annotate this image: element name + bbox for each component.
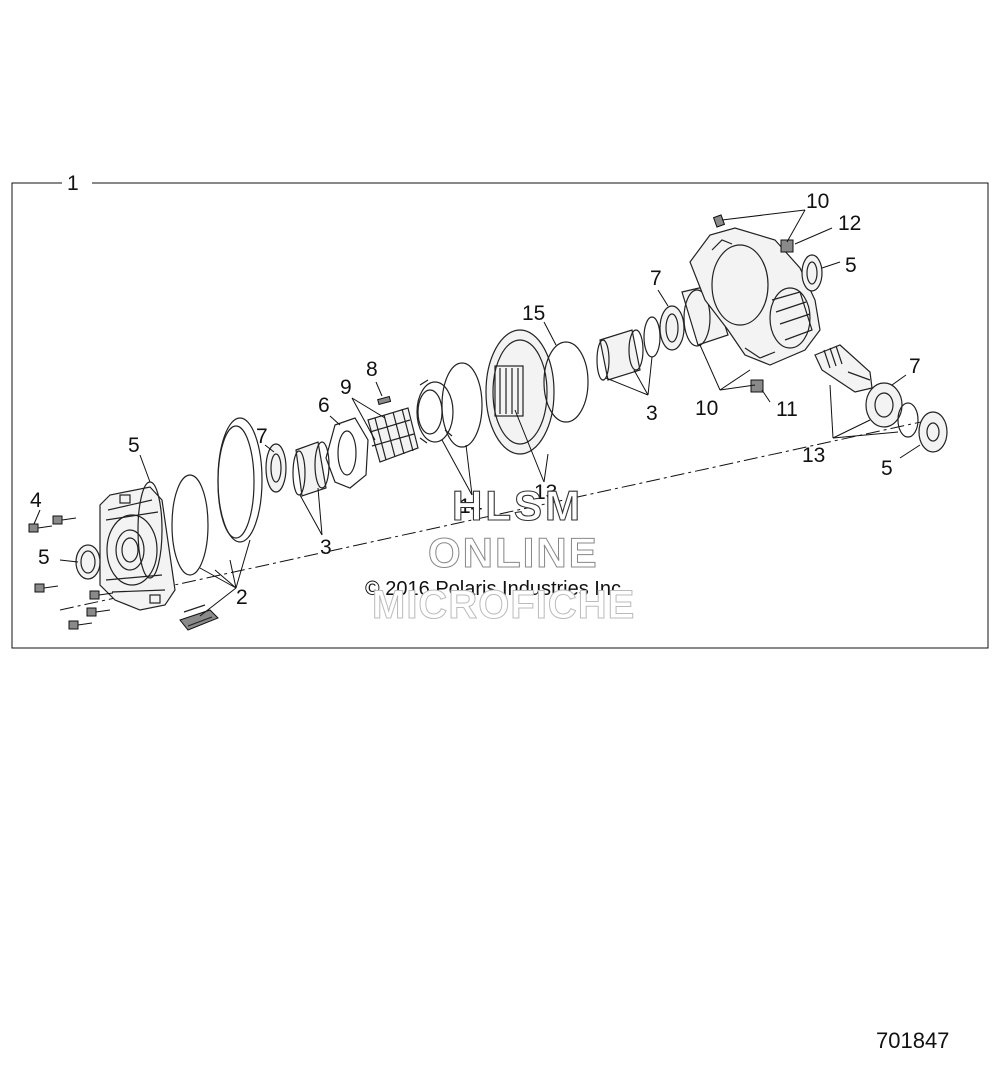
bearing-right bbox=[659, 305, 685, 351]
ring-gear bbox=[485, 329, 555, 455]
vent-fitting bbox=[712, 214, 726, 228]
callout-7: 7 bbox=[650, 267, 662, 290]
bolt-group bbox=[28, 515, 114, 630]
document-number: 701847 bbox=[876, 1028, 949, 1053]
pin bbox=[377, 395, 392, 406]
leader-lines bbox=[33, 209, 921, 617]
callout-11: 11 bbox=[776, 398, 798, 421]
callout-10: 10 bbox=[695, 397, 718, 420]
callout-5: 5 bbox=[128, 434, 140, 457]
shim-ring bbox=[643, 316, 661, 358]
callout-1: 1 bbox=[67, 172, 79, 195]
callout-3: 3 bbox=[646, 402, 658, 425]
callout-4: 4 bbox=[30, 489, 42, 512]
bearing-output bbox=[865, 382, 903, 428]
callout-2: 2 bbox=[236, 586, 248, 609]
copyright-notice: © 2016 Polaris Industries Inc. bbox=[365, 578, 627, 600]
plug-12 bbox=[780, 239, 794, 253]
callout-5: 5 bbox=[881, 457, 893, 480]
callout-7: 7 bbox=[256, 425, 268, 448]
connector bbox=[179, 604, 219, 631]
bearing-cone-left bbox=[292, 441, 330, 497]
plug-11 bbox=[750, 379, 764, 393]
circlip-output bbox=[897, 402, 919, 438]
callout-13: 13 bbox=[802, 444, 825, 467]
watermark-line-3: MICROFICHE bbox=[372, 583, 635, 627]
callout-5: 5 bbox=[845, 254, 857, 277]
callout-13: 13 bbox=[534, 481, 557, 504]
seal-right-top bbox=[801, 254, 823, 292]
assembly-frame bbox=[11, 182, 989, 649]
callout-12: 12 bbox=[838, 212, 861, 235]
callout-3: 3 bbox=[320, 536, 332, 559]
callout-8: 8 bbox=[366, 358, 378, 381]
seal-left bbox=[75, 544, 101, 580]
callout-6: 6 bbox=[318, 394, 330, 417]
callout-15: 15 bbox=[522, 302, 545, 325]
callout-9: 9 bbox=[340, 376, 352, 399]
watermark-line-2: ONLINE bbox=[428, 529, 599, 576]
snap-ring bbox=[441, 362, 483, 448]
watermark-line-1: HLSM bbox=[452, 482, 583, 529]
main-housing bbox=[689, 227, 821, 366]
callout-10: 10 bbox=[806, 190, 829, 213]
spring-plate bbox=[325, 417, 369, 489]
o-ring-15 bbox=[543, 341, 589, 423]
callout-5: 5 bbox=[38, 546, 50, 569]
bearing-left bbox=[265, 443, 287, 493]
roller-cage bbox=[367, 407, 419, 463]
gasket-group bbox=[171, 417, 263, 576]
output-shaft bbox=[814, 344, 873, 393]
callout-14: 14 bbox=[459, 495, 483, 518]
seal-output bbox=[918, 411, 948, 453]
bearing-cone-right bbox=[596, 329, 644, 381]
callout-7: 7 bbox=[909, 355, 921, 378]
assembly-centerline bbox=[59, 419, 931, 611]
cover-housing bbox=[99, 486, 176, 611]
